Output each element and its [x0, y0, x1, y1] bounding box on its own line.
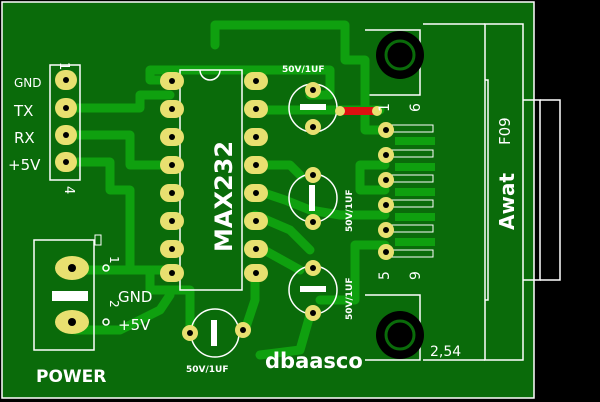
db9-pin9-label: 9 — [408, 271, 424, 280]
power-pin1-label: 1 — [107, 256, 121, 264]
db9-mount-hole-bottom — [376, 311, 424, 359]
brand-label: dbaasco — [265, 349, 363, 373]
board-substrate — [1, 1, 535, 399]
capacitor-2-label: 50V/1UF — [345, 190, 355, 233]
power-gnd-label: GND — [118, 288, 152, 306]
db9-pins — [378, 122, 435, 260]
db9-type-label: Awat — [495, 173, 519, 230]
jumper-pad-left — [335, 106, 345, 116]
pitch-label: 2,54 — [430, 344, 461, 360]
header-label-rx: RX — [14, 129, 35, 147]
pin-header — [49, 64, 81, 181]
power-title: POWER — [36, 367, 106, 387]
capacitor-4 — [182, 308, 251, 358]
capacitor-4-label: 50V/1UF — [186, 365, 229, 375]
power-pin2-label: 2 — [107, 300, 121, 308]
db9-pin1-label: 1 — [377, 103, 393, 112]
power-terminal — [33, 234, 110, 351]
jumper-pad-right — [372, 106, 382, 116]
db9-outline — [365, 23, 561, 361]
db9-pin6-label: 6 — [408, 103, 424, 112]
header-label-gnd: GND — [14, 76, 42, 90]
db9-ref-label: F09 — [496, 117, 514, 145]
db9-pin5-label: 5 — [377, 271, 393, 280]
capacitor-2 — [288, 167, 338, 230]
db9-mount-hole-top — [376, 31, 424, 79]
capacitor-3 — [288, 260, 338, 321]
red-jumper — [337, 107, 377, 115]
max232-chip — [160, 69, 268, 291]
header-label-5v: +5V — [8, 156, 41, 174]
header-pin1-label: 1 — [56, 62, 71, 70]
header-label-tx: TX — [13, 102, 33, 120]
capacitor-3-label: 50V/1UF — [345, 278, 355, 321]
power-vcc-label: +5V — [118, 316, 151, 334]
chip-label: MAX232 — [210, 141, 238, 252]
header-pin4-label: 4 — [61, 186, 76, 194]
capacitor-1-label: 50V/1UF — [282, 65, 325, 75]
